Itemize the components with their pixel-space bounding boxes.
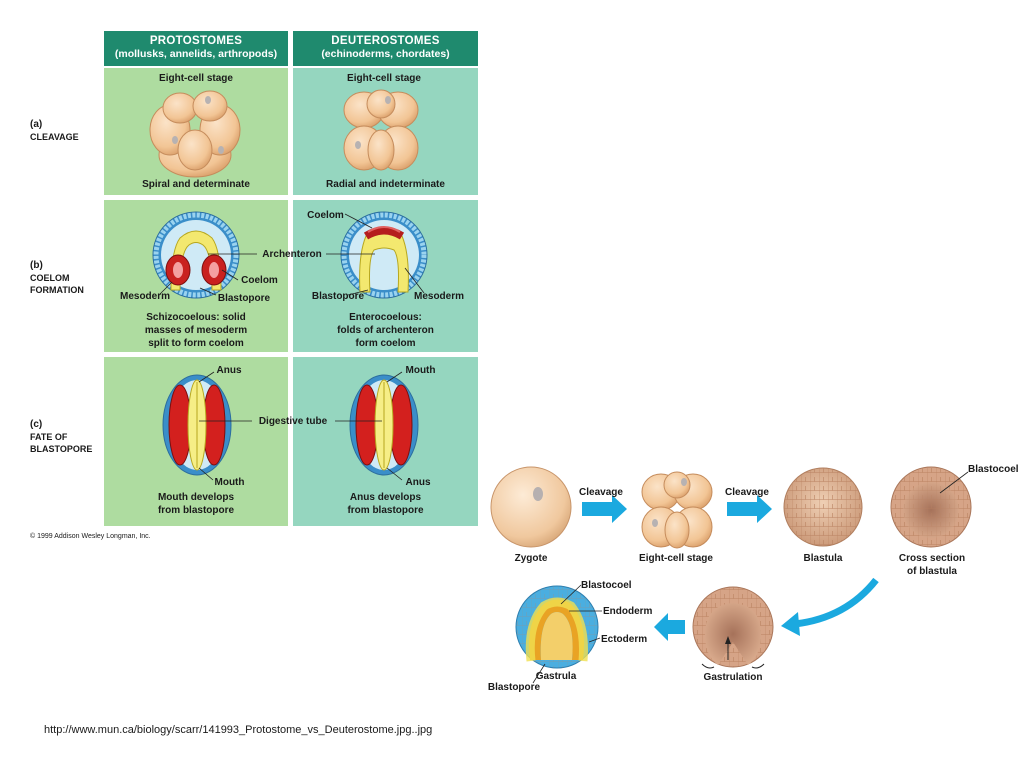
curved-arrow: [794, 577, 879, 628]
protostomes-header: Protostomes (mollusks, annelids, arthrop…: [104, 31, 288, 66]
gastrula-image: [515, 585, 599, 669]
row-letter-c: (c): [30, 419, 43, 430]
deut-coelom-caption-line2: folds of archenteron: [337, 325, 434, 336]
proto-fate-caption-line2: from blastopore: [157, 505, 235, 516]
deut-coelom-caption-line3: form coelom: [355, 338, 416, 349]
zygote-label: Zygote: [514, 553, 548, 564]
cleavage-label-2: Cleavage: [725, 487, 769, 498]
protostomes-subtitle: (mollusks, annelids, arthropods): [114, 48, 278, 60]
blastopore-label-left: Blastopore: [217, 293, 271, 304]
anus-top-label: Anus: [216, 365, 242, 376]
blastopore-label: Blastopore: [487, 682, 541, 693]
deut-coelom-embryo: [340, 211, 428, 299]
gastrula-arrow: [654, 613, 685, 641]
deut-fate-caption: Anus develops from blastopore: [293, 491, 478, 517]
gastrula-pointer-lines: [532, 584, 602, 684]
coelom-label-left: Coelom: [241, 275, 278, 286]
proto-coelom-embryo: [152, 211, 240, 299]
deuterostomes-header: Deuterostomes (echinoderms, chordates): [293, 31, 478, 66]
deut-fate-embryo: [349, 374, 419, 476]
blastula-label: Blastula: [803, 553, 843, 564]
row-label-coelom: (b) Coelom formation: [30, 260, 84, 296]
cleavage-arrow-1: [582, 495, 627, 523]
proto-coelom-caption-line3: split to form coelom: [148, 338, 244, 349]
eight-cell-stage-label: Eight-cell stage: [639, 553, 713, 564]
deut-coelom-caption-line1: Enterocoelous:: [349, 312, 422, 323]
source-url[interactable]: http://www.mun.ca/biology/scarr/141993_P…: [44, 724, 433, 736]
ectoderm-label: Ectoderm: [601, 634, 648, 645]
proto-fate-embryo: [162, 374, 232, 476]
cross-section-label: Cross section of blastula: [886, 552, 978, 578]
digestive-tube-label: Digestive tube: [258, 416, 328, 427]
deut-fate-caption-line2: from blastopore: [347, 505, 424, 516]
blastula-image: [783, 467, 863, 547]
proto-eight-cell-label: Eight-cell stage: [159, 73, 233, 84]
mesoderm-label-right: Mesoderm: [413, 291, 464, 302]
fate-pointer-lines: [198, 371, 403, 481]
proto-coelom-caption-line1: Schizocoelous: solid: [146, 312, 246, 323]
blastopore-label-right: Blastopore: [311, 291, 365, 302]
deuterostomes-title: Deuterostomes: [331, 35, 440, 47]
blastocoel-label: Blastocoel: [581, 580, 632, 591]
row-label-fate: (c) Fate of blastopore: [30, 419, 92, 455]
cross-section-blastula-image: [890, 466, 972, 548]
row-letter-b: (b): [30, 260, 43, 271]
deut-eight-cell-embryo: [343, 89, 419, 171]
coelom-label-right: Coelom: [307, 210, 344, 221]
mesoderm-label-left: Mesoderm: [119, 291, 170, 302]
gastrulation-label: Gastrulation: [703, 672, 763, 683]
coelom-pointer-lines: [159, 213, 425, 296]
mouth-top-label: Mouth: [405, 365, 436, 376]
archenteron-label: Archenteron: [262, 249, 322, 260]
proto-coelom-caption: Schizocoelous: solid masses of mesoderm …: [104, 311, 288, 350]
row-name-fate-2: blastopore: [30, 444, 93, 454]
deut-fate-caption-line1: Anus develops: [349, 492, 422, 503]
row-label-cleavage: (a) Cleavage: [30, 119, 79, 143]
deut-eight-cell-label: Eight-cell stage: [347, 73, 421, 84]
gastrulation-image: [692, 586, 774, 669]
protostomes-title: Protostomes: [149, 35, 243, 47]
mouth-bottom-label: Mouth: [214, 477, 245, 488]
proto-cleavage-caption: Spiral and determinate: [142, 179, 250, 190]
proto-coelom-caption-line2: masses of mesoderm: [144, 325, 248, 336]
anus-bottom-label: Anus: [405, 477, 431, 488]
row-letter-a: (a): [30, 119, 43, 130]
proto-fate-caption: Mouth develops from blastopore: [104, 491, 288, 517]
deuterostomes-subtitle: (echinoderms, chordates): [321, 48, 450, 60]
cross-section-line2: of blastula: [906, 566, 957, 577]
row-name-fate-1: Fate of: [30, 432, 68, 442]
blastocoel-pointer-top: [939, 471, 969, 494]
blastocoel-top-label: Blastocoel: [968, 464, 1019, 475]
row-name-coelom-2: formation: [30, 285, 84, 295]
gastrula-label: Gastrula: [535, 671, 577, 682]
row-name-coelom-1: Coelom: [30, 273, 70, 283]
endoderm-label: Endoderm: [603, 606, 653, 617]
zygote-image: [490, 466, 572, 548]
proto-fate-caption-line1: Mouth develops: [157, 492, 235, 503]
curved-arrow-head: [781, 612, 800, 636]
deut-coelom-caption: Enterocoelous: folds of archenteron form…: [293, 311, 478, 350]
proto-eight-cell-embryo: [149, 90, 241, 178]
deut-cleavage-caption: Radial and indeterminate: [326, 179, 445, 190]
cleavage-arrow-2: [727, 495, 772, 523]
copyright-text: © 1999 Addison Wesley Longman, Inc.: [30, 533, 151, 540]
eight-cell-image: [641, 471, 713, 549]
cross-section-line1: Cross section: [898, 553, 966, 564]
row-name-cleavage: Cleavage: [30, 132, 79, 142]
cleavage-label-1: Cleavage: [579, 487, 623, 498]
